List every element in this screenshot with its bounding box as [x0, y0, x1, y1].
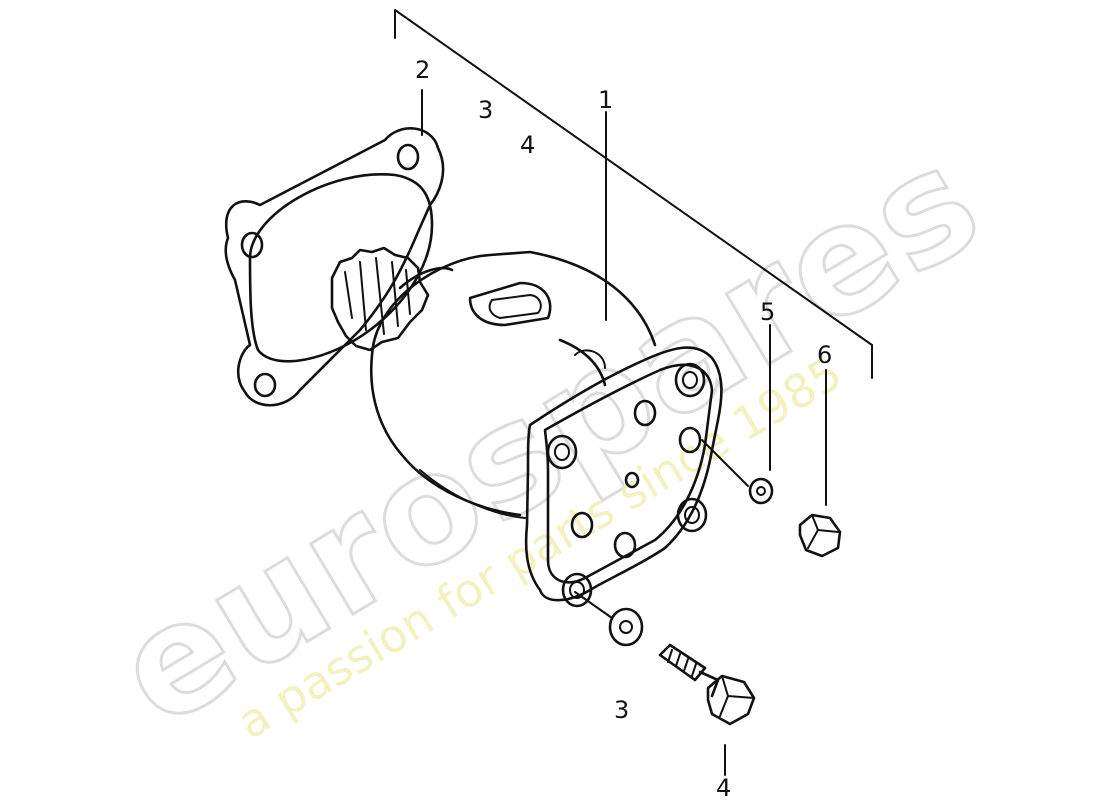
callouts: 1 2 3 4 5 6 3 4 [415, 56, 832, 800]
callout-4-top: 4 [520, 131, 535, 159]
bolt-4 [658, 643, 756, 726]
callout-6: 6 [817, 341, 832, 369]
group-bracket [394, 9, 873, 379]
callout-2: 2 [415, 56, 430, 84]
oil-pump [330, 246, 723, 608]
washer-3 [608, 607, 644, 647]
callout-5: 5 [760, 298, 775, 326]
nut-6 [798, 513, 842, 558]
leader-lines [421, 89, 827, 776]
callout-4-bottom: 4 [716, 774, 731, 800]
watermark: eurospares a passion for parts since 198… [87, 111, 1010, 762]
watermark-brand: eurospares [89, 113, 1009, 761]
gasket [224, 127, 445, 407]
washer-5 [748, 477, 774, 505]
callout-1: 1 [598, 86, 613, 114]
callout-3-top: 3 [478, 96, 493, 124]
callout-3-bottom: 3 [614, 696, 629, 724]
